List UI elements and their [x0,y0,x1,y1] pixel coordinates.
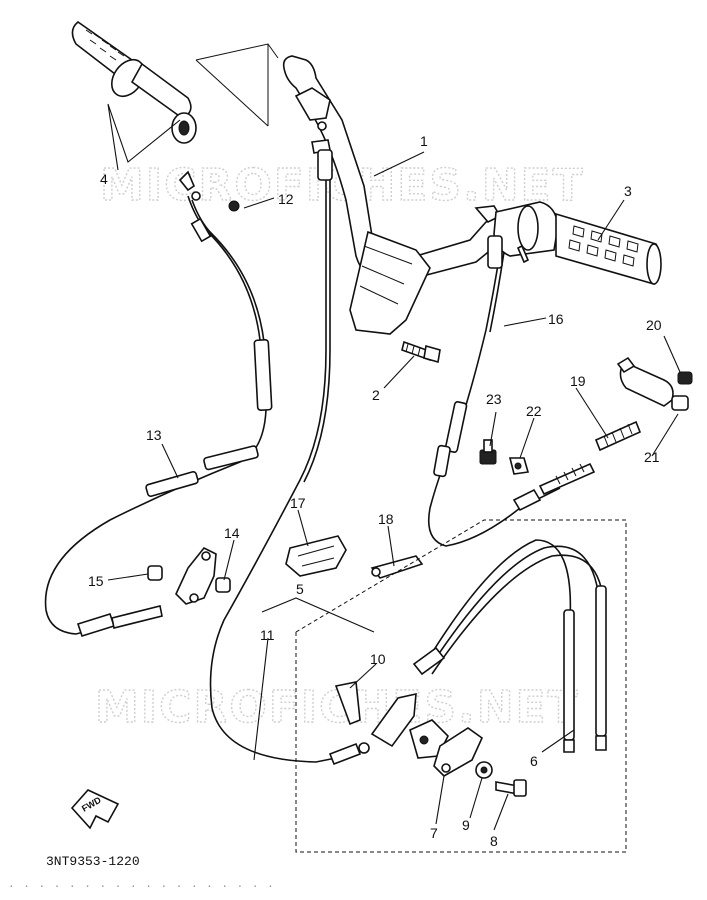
cover-7 [433,727,484,777]
watermark-bottom: MICROFICHES.NET [95,682,580,733]
nut-9 [475,761,493,779]
callout-17: 17 [290,495,306,511]
callout-1: 1 [420,133,428,149]
bolt-23 [479,439,497,465]
callout-12: 12 [278,191,294,207]
callout-15: 15 [88,573,104,589]
callout-14: 14 [224,525,240,541]
screw-8 [495,779,527,797]
leader-lines [107,103,681,831]
callout-19: 19 [570,373,586,389]
right-grip [493,201,662,285]
callout-13: 13 [146,427,162,443]
lever-holder-14 [175,546,231,605]
callout-4: 4 [100,171,108,187]
bolt-12 [178,170,240,212]
spring-19 [538,420,642,496]
cable-11 [209,149,370,766]
forward-arrow: FWD [70,789,120,830]
assembly-5-box [295,519,627,853]
callout-22: 22 [526,403,542,419]
junction-cables [412,539,607,753]
callout-21: 21 [644,449,660,465]
holder-17 [285,535,347,577]
callout-23: 23 [486,391,502,407]
left-grip [71,20,197,144]
callout-10: 10 [370,651,386,667]
callout-7: 7 [430,825,438,841]
bracket-18 [370,555,424,579]
drawing-code: 3NT9353-1220 [46,854,140,869]
callout-18: 18 [378,511,394,527]
reference-leader-lines [195,43,279,127]
callout-20: 20 [646,317,662,333]
bolt-2 [401,340,441,364]
callout-16: 16 [548,311,564,327]
throttle-cable [427,235,561,547]
callout-3: 3 [624,183,632,199]
scan-noise: · · · · · · · · · · · · · · · · · · [8,880,275,893]
callout-8: 8 [490,833,498,849]
callout-5: 5 [296,581,304,597]
assembly-5-leader [261,597,375,633]
callout-9: 9 [462,817,470,833]
lever-bracket-20-21 [616,356,693,411]
pin-15 [147,565,163,581]
clutch-cable [44,195,273,637]
clamp-22 [508,457,530,475]
bracket-10 [334,681,361,726]
callout-6: 6 [530,753,538,769]
handlebar [282,55,514,335]
callout-11: 11 [260,627,275,643]
callout-numbers: 1 2 3 4 5 6 7 8 9 10 11 12 13 14 15 16 1… [88,133,662,849]
callout-2: 2 [372,387,380,403]
